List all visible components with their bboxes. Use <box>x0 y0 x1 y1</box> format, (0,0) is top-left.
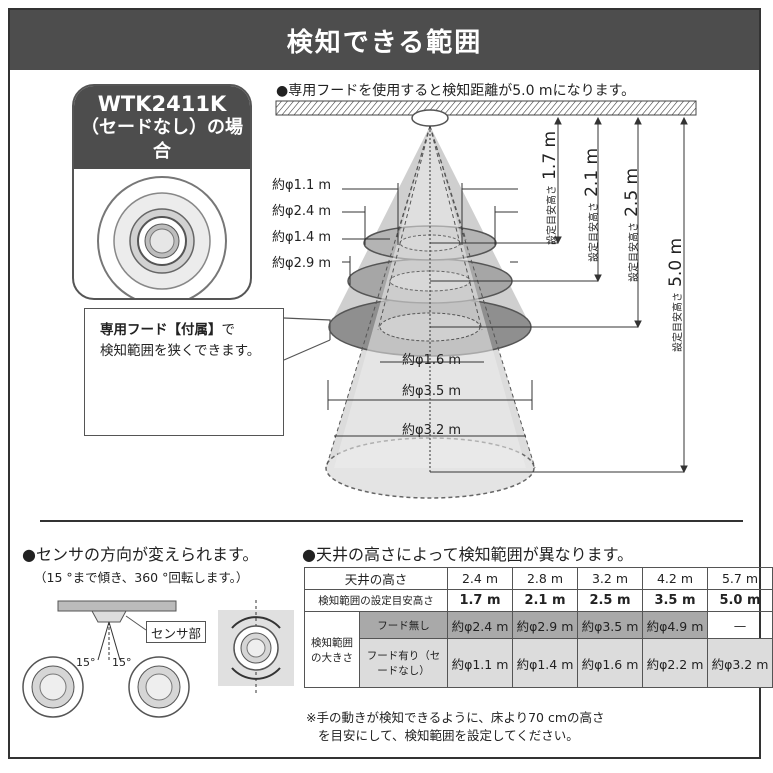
hood-note-line1: 専用フード【付属】で <box>100 322 235 338</box>
diameter-label-2: 約φ2.4 m <box>272 204 332 219</box>
product-badge: WTK2411K （セードなし）の場合 <box>72 84 252 300</box>
table-cell: 3.2 m <box>577 567 643 590</box>
sensor-top-view-illustration <box>97 176 227 298</box>
with-hood-header: フード有り（セードなし） <box>359 638 448 688</box>
table-cell: 約φ3.2 m <box>707 638 773 688</box>
table-cell: 約φ2.2 m <box>642 638 708 688</box>
diameter-label-floor: 約φ3.2 m <box>402 423 462 438</box>
page-title: 検知できる範囲 <box>10 10 759 70</box>
diameter-label-wide: 約φ3.5 m <box>402 384 462 399</box>
table-row: 天井の高さ 2.4 m 2.8 m 3.2 m 4.2 m 5.7 m <box>304 567 773 590</box>
table-cell: 3.5 m <box>642 589 708 612</box>
ceiling-height-header: 天井の高さ <box>304 567 448 590</box>
sensor-part-label: センサ部 <box>146 621 206 643</box>
height-label-2: 設定目安高さ 2.1 m <box>582 147 602 262</box>
table-row: 検知範囲の設定目安高さ 1.7 m 2.1 m 2.5 m 3.5 m 5.0 … <box>304 589 773 612</box>
table-cell: 約φ1.4 m <box>512 638 578 688</box>
table-cell: 2.4 m <box>447 567 513 590</box>
table-cell: 2.1 m <box>512 589 578 612</box>
table-cell: 約φ4.9 m <box>642 611 708 639</box>
setting-height-header: 検知範囲の設定目安高さ <box>304 589 448 612</box>
height-label-1: 設定目安高さ 1.7 m <box>540 130 560 245</box>
table-cell: 1.7 m <box>447 589 513 612</box>
content-frame <box>8 8 761 759</box>
diameter-label-hood: 約φ1.6 m <box>402 353 462 368</box>
table-cell: 約φ2.9 m <box>512 611 578 639</box>
size-header: 検知範囲の大きさ <box>304 611 360 688</box>
height-label-4: 設定目安高さ 5.0 m <box>666 237 686 352</box>
ceiling-hatch <box>275 100 697 116</box>
diameter-label-4: 約φ2.9 m <box>272 256 332 271</box>
badge-model: WTK2411K <box>97 92 227 116</box>
height-label-3: 設定目安高さ 2.5 m <box>622 167 642 282</box>
table-cell: 5.0 m <box>707 589 773 612</box>
table-cell: 約φ1.1 m <box>447 638 513 688</box>
range-table: 天井の高さ 2.4 m 2.8 m 3.2 m 4.2 m 5.7 m 検知範囲… <box>304 567 773 688</box>
diameter-label-3: 約φ1.4 m <box>272 230 332 245</box>
table-cell: 2.8 m <box>512 567 578 590</box>
tilt-subtitle: （15 °まで傾き、360 °回転します。） <box>34 570 249 585</box>
tilt-angle-left: 15° <box>76 656 96 669</box>
table-cell: 2.5 m <box>577 589 643 612</box>
table-cell: 5.7 m <box>707 567 773 590</box>
no-hood-header: フード無し <box>359 611 448 639</box>
badge-header: WTK2411K （セードなし）の場合 <box>74 86 250 169</box>
tilt-angle-right: 15° <box>112 656 132 669</box>
badge-subtitle: （セードなし）の場合 <box>81 117 243 162</box>
table-cell: 4.2 m <box>642 567 708 590</box>
table-row: フード有り（セードなし） 約φ1.1 m 約φ1.4 m 約φ1.6 m 約φ2… <box>305 638 773 688</box>
table-cell: — <box>707 611 773 639</box>
tilt-title: ●センサの方向が変えられます。 <box>22 545 259 564</box>
hood-note-box <box>84 308 284 436</box>
diameter-label-1: 約φ1.1 m <box>272 178 332 193</box>
footnote-line2: を目安にして、検知範囲を設定してください。 <box>318 728 579 743</box>
footnote-line1: ※手の動きが検知できるように、床より70 cmの高さ <box>306 710 605 725</box>
table-title: ●天井の高さによって検知範囲が異なります。 <box>302 545 634 564</box>
table-cell: 約φ2.4 m <box>447 611 513 639</box>
table-cell: 約φ1.6 m <box>577 638 643 688</box>
hood-note-line2: 検知範囲を狭くできます。 <box>100 343 261 359</box>
table-row: 検知範囲の大きさ フード無し 約φ2.4 m 約φ2.9 m 約φ3.5 m 約… <box>304 611 773 688</box>
tilt-diagram <box>22 600 294 718</box>
ceiling-sensor <box>411 109 449 127</box>
hood-distance-note: ●専用フードを使用すると検知距離が5.0 mになります。 <box>276 83 636 99</box>
table-cell: 約φ3.5 m <box>577 611 643 639</box>
